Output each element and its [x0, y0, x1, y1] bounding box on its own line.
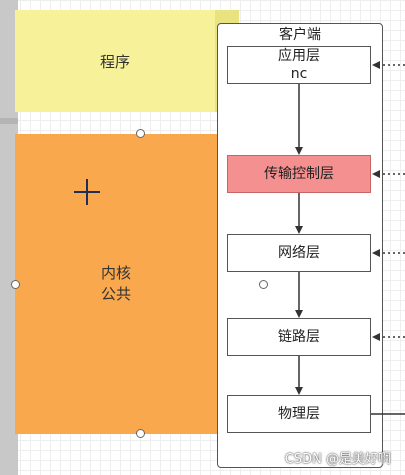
- layer-network-label: 网络层: [278, 245, 320, 261]
- resize-handle-bottom[interactable]: [136, 429, 145, 438]
- kernel-box[interactable]: 内核 公共: [15, 134, 217, 434]
- program-box[interactable]: 程序: [15, 10, 215, 112]
- client-title: 客户端: [279, 27, 321, 43]
- strip-notch: [0, 118, 18, 124]
- resize-handle-top[interactable]: [136, 129, 145, 138]
- layer-application[interactable]: 应用层 nc: [227, 46, 371, 84]
- canvas-left-strip: [0, 0, 18, 475]
- kernel-label-line2: 公共: [100, 285, 131, 303]
- layer-link[interactable]: 链路层: [227, 318, 371, 356]
- layer-physical-label: 物理层: [278, 406, 320, 422]
- resize-handle-left[interactable]: [11, 280, 20, 289]
- layer-link-label: 链路层: [278, 329, 320, 345]
- layer-application-label: 应用层: [278, 48, 320, 64]
- crosshair-cursor-icon: [74, 179, 100, 205]
- layer-transport[interactable]: 传输控制层: [227, 155, 371, 193]
- layer-application-sublabel: nc: [290, 66, 308, 82]
- connection-point[interactable]: [259, 280, 268, 289]
- layer-network[interactable]: 网络层: [227, 234, 371, 272]
- program-label: 程序: [99, 52, 130, 71]
- layer-transport-label: 传输控制层: [264, 166, 334, 182]
- watermark: CSDN @是美好啊: [284, 452, 391, 467]
- layer-physical[interactable]: 物理层: [227, 395, 371, 433]
- kernel-label-line1: 内核: [100, 264, 131, 282]
